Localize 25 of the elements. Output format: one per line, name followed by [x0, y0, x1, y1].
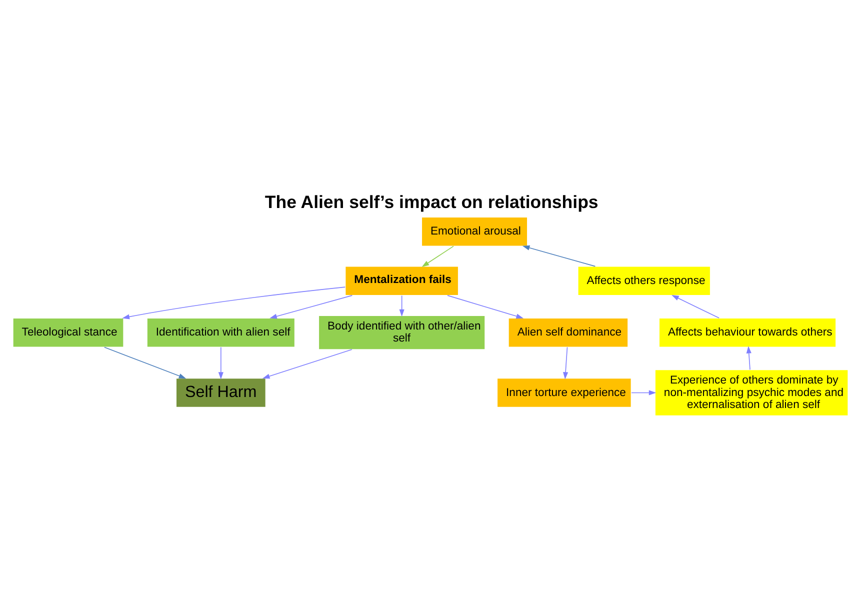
arrow: [262, 349, 352, 379]
arrow: [672, 294, 720, 318]
arrow: [270, 295, 353, 319]
node-box: Affects others response: [578, 266, 711, 296]
arrow: [563, 346, 568, 380]
diagram-title: The Alien self’s impact on relationships: [264, 192, 598, 212]
arrow: [631, 390, 656, 396]
node-box: Affects behaviour towards others: [658, 318, 836, 348]
arrow: [218, 346, 224, 380]
node-box: Identification with alien self: [146, 318, 296, 348]
node-box: Inner torture experience: [496, 378, 632, 408]
arrow: [522, 245, 596, 267]
node-box: Mentalization fails: [344, 266, 459, 296]
node-box: Emotional arousal: [421, 216, 528, 247]
node-box: Body identified with other/alien self: [318, 315, 486, 350]
arrow: [122, 286, 346, 320]
arrow: [422, 246, 454, 267]
node-box: Experience of others dominate by non-mentalizing psychic modes and externalisation of alien self: [654, 369, 848, 416]
arrow: [104, 346, 186, 379]
arrow: [746, 346, 752, 370]
node-box: Alien self dominance: [508, 318, 628, 348]
arrow: [399, 295, 404, 317]
node-box: Self Harm: [176, 378, 266, 408]
arrow: [447, 295, 524, 319]
node-box: Teleological stance: [12, 318, 124, 348]
